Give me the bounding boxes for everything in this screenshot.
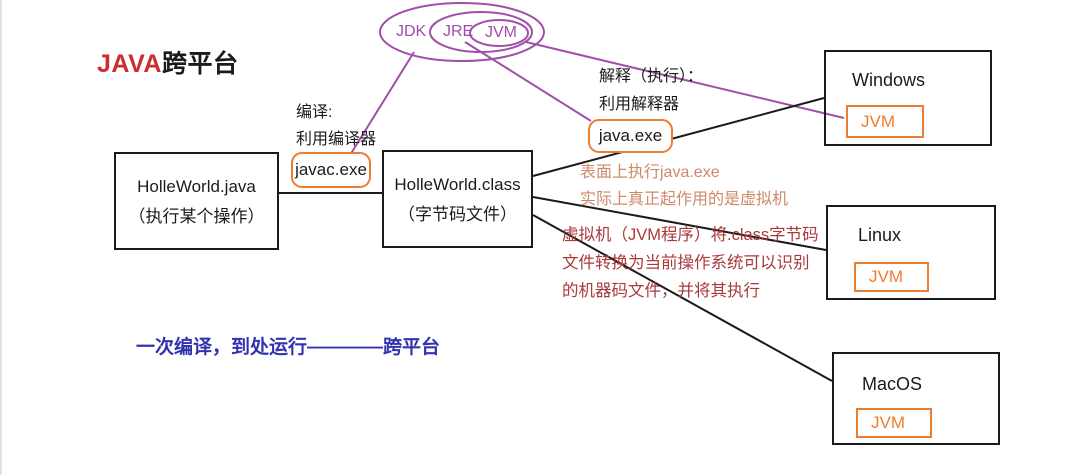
jvm-note-line3: 的机器码文件，并将其执行 <box>562 282 760 300</box>
compile-note: 编译: 利用编译器 <box>296 99 376 153</box>
page-title-rest: 跨平台 <box>161 50 239 78</box>
jdk-label: JDK <box>396 23 427 40</box>
jvm-explanation-note: 虚拟机（JVM程序）将.class字节码 文件转换为当前操作系统可以识别 的机器… <box>562 221 819 305</box>
javac-exe-label: javac.exe <box>295 160 367 179</box>
compile-note-line1: 编译: <box>296 104 333 121</box>
platform-macos-label: MacOS <box>862 374 923 394</box>
platform-linux-label: Linux <box>858 225 902 245</box>
interpret-note: 解释（执行）： 利用解释器 <box>599 63 703 119</box>
compile-note-line2: 利用编译器 <box>296 131 377 148</box>
bytecode-file-name: HolleWorld.class <box>394 175 521 194</box>
source-file-name: HolleWorld.java <box>137 177 256 196</box>
page-title-java: JAVA <box>97 50 162 78</box>
page-title: JAVA跨平台 <box>97 44 239 80</box>
platform-box-windows: Windows JVM <box>824 50 992 146</box>
surface-note-line1: 表面上执行java.exe <box>580 164 720 181</box>
platform-box-linux: Linux JVM <box>826 205 996 300</box>
surface-note: 表面上执行java.exe 实际上真正起作用的是虚拟机 <box>580 159 788 213</box>
jvm-note-line1: 虚拟机（JVM程序）将.class字节码 <box>562 226 819 244</box>
java-exe-box: java.exe <box>588 119 673 153</box>
line-jre-to-java <box>464 41 592 122</box>
source-file-desc: （执行某个操作） <box>128 207 265 226</box>
javac-exe-box: javac.exe <box>291 152 371 188</box>
platform-windows-jvm-label: JVM <box>861 111 895 131</box>
surface-note-line2: 实际上真正起作用的是虚拟机 <box>580 191 789 208</box>
jvm-note-line2: 文件转换为当前操作系统可以识别 <box>562 254 810 272</box>
platform-macos-jvm-label: JVM <box>871 413 905 432</box>
interpret-note-line1: 解释（执行）： <box>599 68 704 85</box>
jvm-label: JVM <box>485 24 517 41</box>
platform-windows-label: Windows <box>852 70 926 90</box>
source-file-box: HolleWorld.java （执行某个操作） <box>114 152 279 250</box>
platform-macos-jvm-box: JVM <box>856 408 932 438</box>
slogan-text: 一次编译，到处运行————跨平台 <box>136 337 441 358</box>
platform-windows-jvm-box: JVM <box>846 105 924 138</box>
bytecode-file-box: HolleWorld.class （字节码文件） <box>382 150 533 248</box>
bytecode-file-desc: （字节码文件） <box>398 205 517 224</box>
jre-label: JRE <box>443 23 474 40</box>
platform-box-macos: MacOS JVM <box>832 352 1000 445</box>
java-exe-label: java.exe <box>598 126 663 145</box>
platform-linux-jvm-box: JVM <box>854 262 929 292</box>
platform-linux-jvm-label: JVM <box>869 267 903 286</box>
interpret-note-line2: 利用解释器 <box>599 96 680 113</box>
